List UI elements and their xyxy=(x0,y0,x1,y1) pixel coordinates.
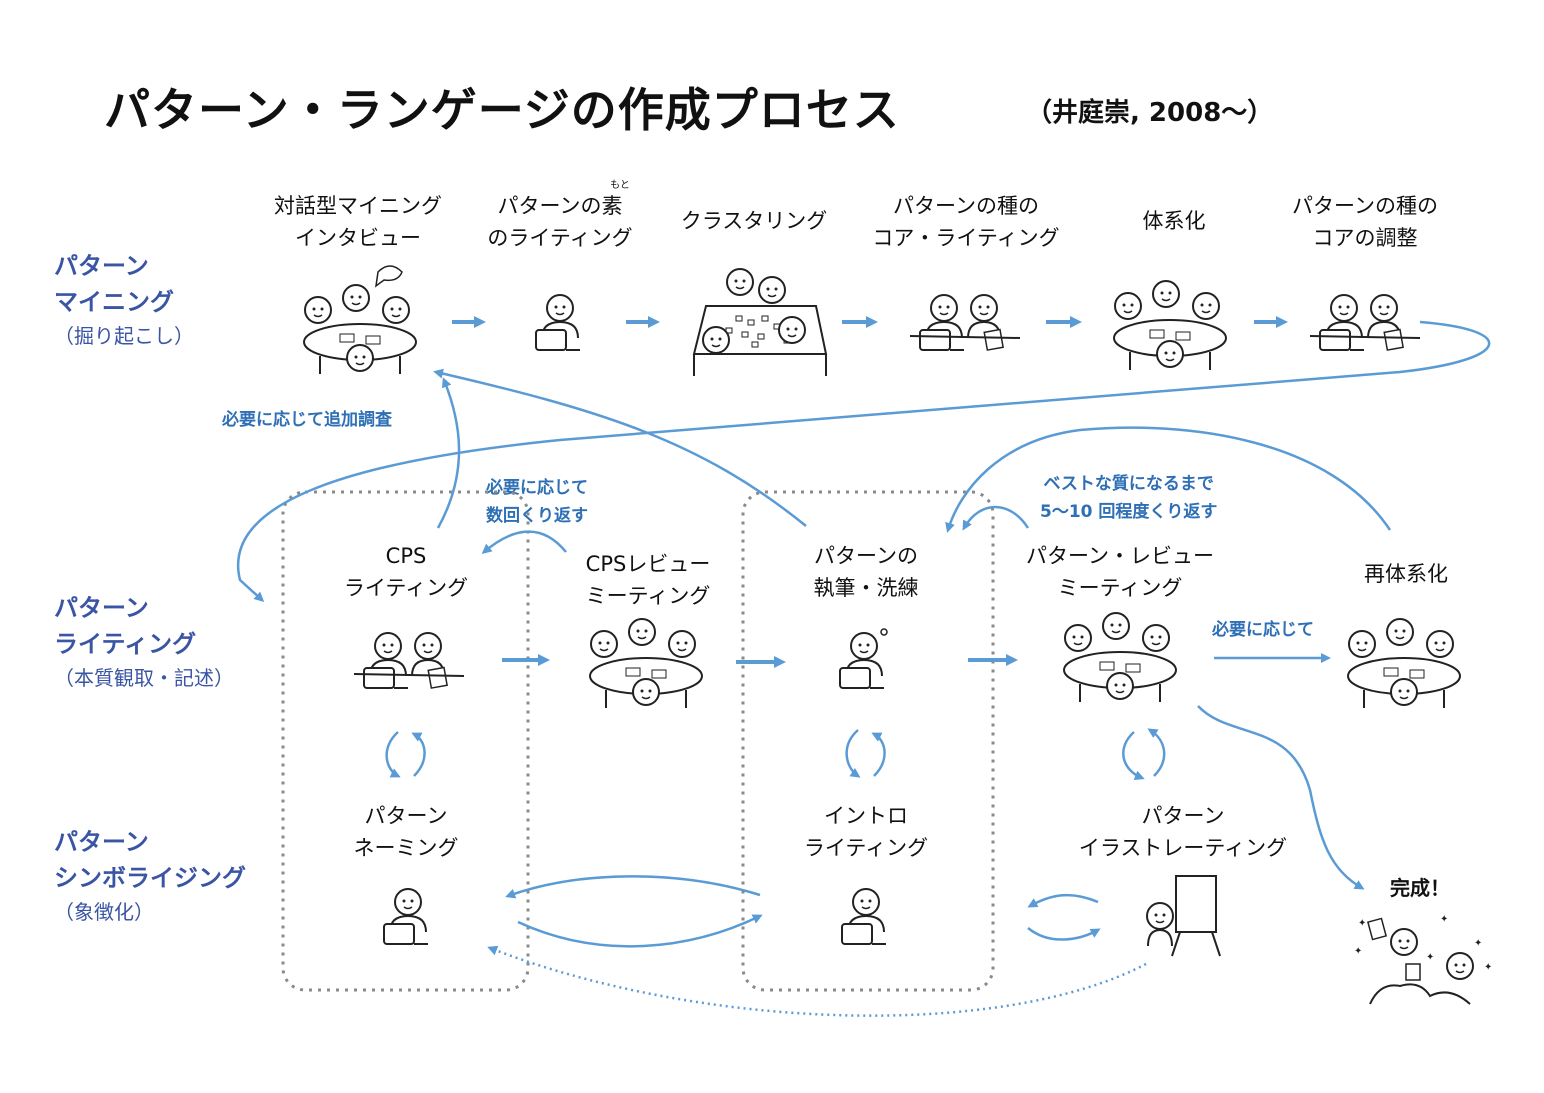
svg-text:✦: ✦ xyxy=(1358,918,1366,929)
person-easel-icon xyxy=(1146,875,1221,957)
step-intro-writing: イントロライティング xyxy=(803,804,929,860)
svg-text:✦: ✦ xyxy=(1440,914,1448,925)
note-additional-research: 必要に応じて追加調査 xyxy=(222,410,392,430)
svg-text:✦: ✦ xyxy=(1354,946,1362,957)
pair-writing-icon xyxy=(910,295,1020,350)
step-seed-writing: パターンの素のライティング xyxy=(487,194,633,250)
note-repeat: 必要に応じて数回くり返す xyxy=(486,478,588,526)
people-table-icon xyxy=(304,265,416,374)
page-subtitle: （井庭崇, 2008〜） xyxy=(1026,98,1274,128)
group-review-icon xyxy=(590,619,702,708)
step-systematization: 体系化 xyxy=(1142,209,1206,233)
dotted-box-cps xyxy=(281,490,530,992)
step-mining-interview: 対話型マイニングインタビュー xyxy=(274,194,442,250)
row-label-mining: パターン マイニング （掘り起こし） xyxy=(54,252,194,348)
step-naming: パターンネーミング xyxy=(353,804,459,860)
step-pattern-refine: パターンの執筆・洗練 xyxy=(813,544,919,600)
person-laptop-icon xyxy=(842,889,886,944)
step-core-adjust: パターンの種のコアの調整 xyxy=(1292,194,1438,250)
page-title: パターン・ランゲージの作成プロセス xyxy=(104,83,900,137)
step-resystematize: 再体系化 xyxy=(1364,562,1448,586)
pair-writing-icon xyxy=(354,633,464,688)
step-cps-review: CPSレビューミーティング xyxy=(585,552,711,608)
person-laptop-icon xyxy=(536,295,580,350)
step-clustering: クラスタリング xyxy=(680,209,828,233)
svg-text:✦: ✦ xyxy=(1426,952,1434,963)
ruby-moto: もと xyxy=(610,180,630,191)
step-illustrating: パターンイラストレーティング xyxy=(1078,804,1288,860)
row-label-symbolizing: パターン シンボライジング （象徴化） xyxy=(54,828,246,924)
person-laptop-icon xyxy=(384,889,428,944)
person-thinking-icon xyxy=(840,628,888,688)
people-sticky-notes-icon xyxy=(692,268,828,376)
pair-writing-icon xyxy=(1310,295,1420,350)
done-label: 完成！ xyxy=(1390,876,1450,900)
step-pattern-review: パターン・レビューミーティング xyxy=(1026,544,1214,600)
note-as-needed: 必要に応じて xyxy=(1212,620,1314,640)
celebration-icon: ✦ ✦ ✦ ✦ ✦ ✦ xyxy=(1354,914,1492,1005)
group-review-icon xyxy=(1064,613,1176,702)
row-label-writing: パターン ライティング （本質観取・記述） xyxy=(54,594,234,690)
step-core-writing: パターンの種のコア・ライティング xyxy=(872,194,1060,250)
svg-text:✦: ✦ xyxy=(1484,962,1492,973)
group-review-icon xyxy=(1348,619,1460,708)
svg-text:✦: ✦ xyxy=(1474,938,1482,949)
group-review-icon xyxy=(1114,281,1226,370)
